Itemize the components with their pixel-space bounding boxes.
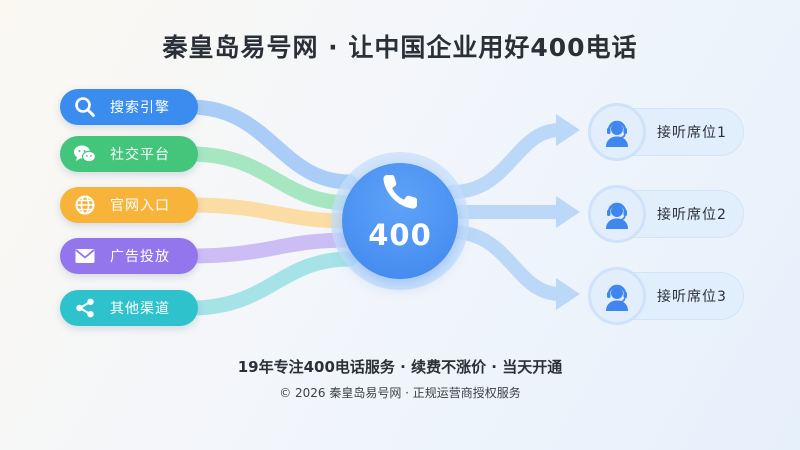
flow-arrowhead [556, 196, 580, 228]
seat-label: 接听席位1 [657, 125, 727, 141]
flow-ribbon-in [182, 99, 358, 190]
channel-other: 其他渠道 [60, 290, 198, 326]
flow-ribbon-out [445, 123, 567, 199]
seat-label: 接听席位3 [657, 289, 727, 305]
wechat-icon [72, 141, 98, 167]
mail-icon [72, 243, 98, 269]
phone-icon [383, 175, 417, 209]
agent-headset-icon [588, 103, 646, 161]
share-icon [72, 295, 98, 321]
hub-circle [342, 163, 458, 279]
globe-icon [72, 192, 98, 218]
flow-ribbon-in [182, 251, 358, 316]
channel-label: 搜索引擎 [110, 100, 170, 116]
flow-ribbon-out [445, 225, 567, 301]
copyright: © 2026 秦皇岛易号网 · 正规运营商授权服务 [279, 386, 521, 400]
channel-label: 社交平台 [110, 147, 170, 163]
flow-arrowhead [556, 114, 580, 146]
page-title: 秦皇岛易号网 · 让中国企业用好400电话 [162, 33, 638, 62]
agent-headset-icon [588, 267, 646, 325]
search-icon [72, 94, 98, 120]
channel-ads: 广告投放 [60, 238, 198, 274]
hub-number: 400 [368, 218, 432, 252]
channel-label: 官网入口 [110, 198, 170, 214]
agent-headset-icon [588, 185, 646, 243]
channel-social: 社交平台 [60, 136, 198, 172]
channel-website: 官网入口 [60, 187, 198, 223]
channel-search: 搜索引擎 [60, 89, 198, 125]
tagline: 19年专注400电话服务 · 续费不涨价 · 当天开通 [237, 358, 563, 376]
channel-label: 广告投放 [110, 249, 170, 265]
flow-ribbon-in [182, 197, 358, 229]
seat-label: 接听席位2 [657, 207, 727, 223]
flow-ribbon-in [182, 232, 358, 264]
channel-label: 其他渠道 [110, 301, 170, 317]
flow-arrowhead [556, 278, 580, 310]
flow-ribbon-in [182, 146, 358, 211]
